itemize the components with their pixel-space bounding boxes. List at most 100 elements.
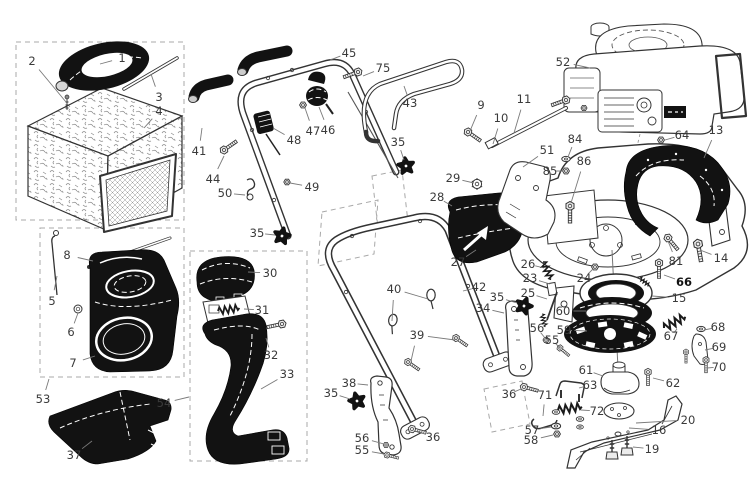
- bag-screw: [64, 94, 70, 110]
- control-bail: [361, 58, 465, 144]
- part-label-35: 35: [250, 226, 265, 240]
- leader-line: [443, 200, 453, 207]
- leader-line: [217, 155, 225, 170]
- part-label-32: 32: [264, 348, 279, 362]
- leader-line: [339, 395, 351, 400]
- nut-58: [553, 430, 561, 438]
- part-label-26: 26: [521, 257, 536, 271]
- leader-line: [632, 446, 644, 449]
- install-arrow: [477, 226, 488, 240]
- leader-line: [587, 268, 594, 275]
- chute-kit-box: [189, 250, 308, 462]
- part-label-69: 69: [712, 340, 727, 354]
- leader-line: [427, 335, 456, 341]
- part-label-57: 57: [525, 423, 540, 437]
- leader-line: [410, 345, 415, 362]
- part-label-55: 55: [545, 333, 560, 347]
- leader-line: [703, 139, 713, 159]
- part-label-51: 51: [540, 143, 555, 157]
- handle-bracket-right: [505, 300, 533, 377]
- part-label-14: 14: [714, 251, 729, 265]
- leader-line: [45, 378, 50, 391]
- s-hook: [246, 178, 256, 201]
- frame-wire: [51, 235, 58, 296]
- part-label-72: 72: [590, 404, 605, 418]
- leader-line: [635, 420, 678, 424]
- part-label-31: 31: [255, 303, 270, 317]
- leader-line: [462, 179, 475, 184]
- blade-assembly: [530, 249, 710, 469]
- part-label-30: 30: [263, 266, 278, 280]
- part-label-68: 68: [711, 320, 726, 334]
- part-label-39: 39: [410, 328, 425, 342]
- part-label-71: 71: [538, 388, 553, 402]
- grass-catcher-box: [15, 41, 185, 221]
- bag-kit-assembly: [48, 230, 180, 465]
- grass-catcher-assembly: [26, 41, 184, 233]
- part-label-55: 55: [355, 443, 370, 457]
- part-label-35: 35: [391, 135, 406, 149]
- discharge-chute: [202, 313, 290, 465]
- leader-line: [703, 327, 712, 331]
- leader-line: [573, 63, 591, 69]
- blade: [566, 395, 683, 469]
- control-rod: [347, 91, 399, 179]
- part-label-37: 37: [67, 448, 82, 462]
- part-label-3: 3: [155, 90, 162, 104]
- part-label-7: 7: [69, 356, 76, 370]
- part-label-81: 81: [669, 254, 684, 268]
- leader-line: [706, 366, 714, 369]
- air-cleaner: [597, 89, 663, 133]
- bracket-nut-2: [382, 442, 390, 448]
- part-label-24: 24: [577, 271, 592, 285]
- leader-line: [540, 434, 554, 439]
- part-label-27: 27: [451, 255, 466, 269]
- throttle-clamp: [253, 110, 281, 156]
- part-label-85: 85: [543, 164, 558, 178]
- grass-bag: [88, 249, 180, 373]
- part-label-42: 42: [472, 280, 487, 294]
- leader-line: [535, 265, 545, 269]
- part-label-84: 84: [568, 132, 583, 146]
- detail-plane-3: [483, 380, 531, 433]
- leader-line: [318, 106, 325, 120]
- leader-line: [53, 275, 58, 291]
- leader-line: [628, 427, 649, 430]
- leader-line: [462, 288, 472, 292]
- leader-line: [505, 299, 518, 304]
- part-label-5: 5: [48, 294, 55, 308]
- part-label-54: 54: [157, 396, 172, 410]
- engine-nut: [657, 136, 665, 144]
- handle-assembly: [188, 45, 572, 462]
- leader-line: [522, 156, 539, 168]
- leader-line: [371, 440, 385, 445]
- leader-line: [465, 249, 477, 257]
- part-label-25: 25: [521, 286, 536, 300]
- washer-84: [561, 155, 571, 163]
- leader-line: [540, 332, 546, 339]
- leader-line: [574, 329, 588, 332]
- part-label-45: 45: [342, 46, 357, 60]
- part-label-23: 23: [523, 271, 538, 285]
- part-label-36: 36: [426, 430, 441, 444]
- leader-line: [400, 149, 405, 161]
- part-label-6: 6: [67, 325, 74, 339]
- throttle-control: [306, 71, 334, 115]
- part-label-29: 29: [446, 171, 461, 185]
- part-label-34: 34: [476, 301, 491, 315]
- leader-line: [652, 377, 665, 382]
- deck-tab-1: [553, 285, 575, 323]
- leader-line: [542, 404, 545, 417]
- part-label-52: 52: [556, 55, 571, 69]
- part-label-59: 59: [557, 323, 572, 337]
- part-label-86: 86: [577, 154, 592, 168]
- part-label-62: 62: [666, 376, 681, 390]
- bag-handle: [55, 41, 150, 92]
- part-label-19: 19: [645, 442, 660, 456]
- leader-line: [570, 171, 582, 204]
- part-label-40: 40: [387, 282, 402, 296]
- guard-bracket: [683, 325, 710, 374]
- bag-opening-mesh: [105, 159, 171, 227]
